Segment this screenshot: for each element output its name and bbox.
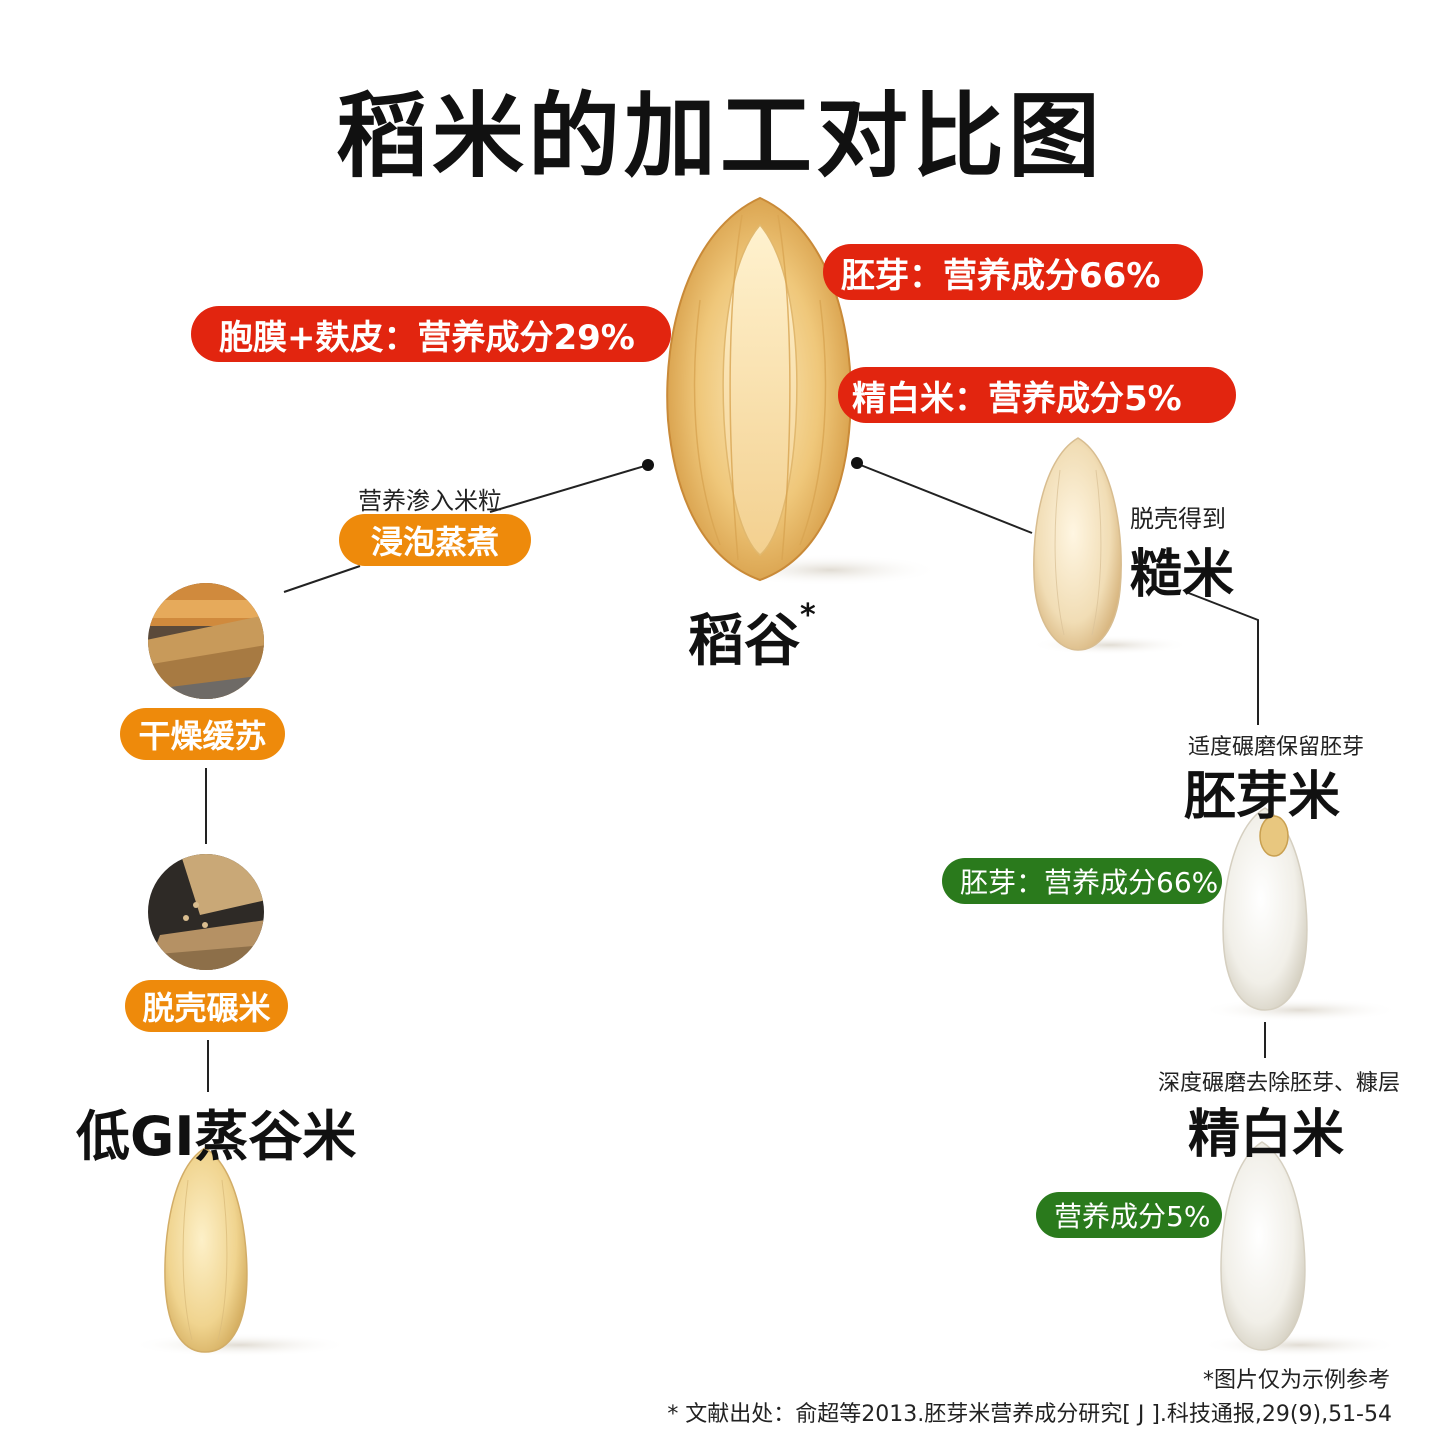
step-soak-steam-text: 浸泡蒸煮 [370, 523, 499, 561]
white-rice-note: 深度碾磨去除胚芽、糠层 [1158, 1071, 1401, 1096]
white-rice-image [1200, 1141, 1400, 1357]
bran-nutrition-text: 胞膜+麸皮：营养成分29% [219, 317, 635, 358]
bran-nutrition-callout: 胞膜+麸皮：营养成分29% [191, 306, 671, 362]
brown-rice-note: 脱壳得到 [1130, 505, 1226, 533]
paddy-grain-image [666, 196, 940, 586]
parboiled-rice-label: 低GI蒸谷米 [76, 1105, 357, 1168]
line-paddy-to-soak [489, 464, 649, 513]
step-dry-temper-text: 干燥缓苏 [138, 717, 267, 755]
brown-rice-image [1030, 437, 1190, 655]
page-title: 稻米的加工对比图 [335, 83, 1104, 190]
step-husk-mill: 脱壳碾米 [125, 980, 288, 1032]
step-husk-mill-text: 脱壳碾米 [142, 989, 271, 1027]
germ-rice-image [1200, 807, 1400, 1022]
germ-rice-note: 适度碾磨保留胚芽 [1188, 735, 1365, 760]
germ-rice-label: 胚芽米 [1184, 767, 1341, 827]
line-soak-to-photo [283, 565, 361, 593]
parboiled-rice-image [130, 1147, 350, 1357]
connector-dot-right [851, 457, 863, 469]
germ-rice-nutrition-text: 胚芽：营养成分66% [960, 866, 1219, 899]
citation-note: * 文献出处：俞超等2013.胚芽米营养成分研究[ J ].科技通报,29(9)… [667, 1402, 1392, 1427]
image-disclaimer: *图片仅为示例参考 [1202, 1368, 1390, 1393]
white-rice-nutrition-callout: 精白米：营养成分5% [838, 367, 1236, 423]
connector-lines [205, 463, 1266, 1092]
step-dry-temper: 干燥缓苏 [120, 708, 285, 760]
line-brown-to-germ [1185, 591, 1259, 725]
connector-dot-left [642, 459, 654, 471]
germ-nutrition-callout: 胚芽：营养成分66% [823, 244, 1203, 300]
white-rice-nutrition-text: 营养成分5% [1054, 1200, 1211, 1233]
line-paddy-to-brown [857, 463, 1033, 534]
paddy-label: 稻谷* [688, 596, 816, 677]
white-rice-nutrition-badge: 营养成分5% [1036, 1192, 1222, 1238]
steam-process-photo [148, 583, 264, 699]
germ-rice-nutrition-badge: 胚芽：营养成分66% [942, 858, 1222, 904]
white-rice-label: 精白米 [1188, 1105, 1345, 1165]
step-soak-steam: 浸泡蒸煮 [339, 514, 531, 566]
husking-process-photo [148, 854, 264, 970]
germ-nutrition-text: 胚芽：营养成分66% [841, 255, 1161, 296]
white-rice-nutrition-text: 精白米：营养成分5% [852, 378, 1182, 419]
brown-rice-label: 糙米 [1130, 545, 1235, 605]
soak-note: 营养渗入米粒 [358, 487, 502, 515]
paddy-footnote-mark: * [800, 598, 816, 633]
paddy-label-text: 稻谷 [688, 609, 800, 674]
